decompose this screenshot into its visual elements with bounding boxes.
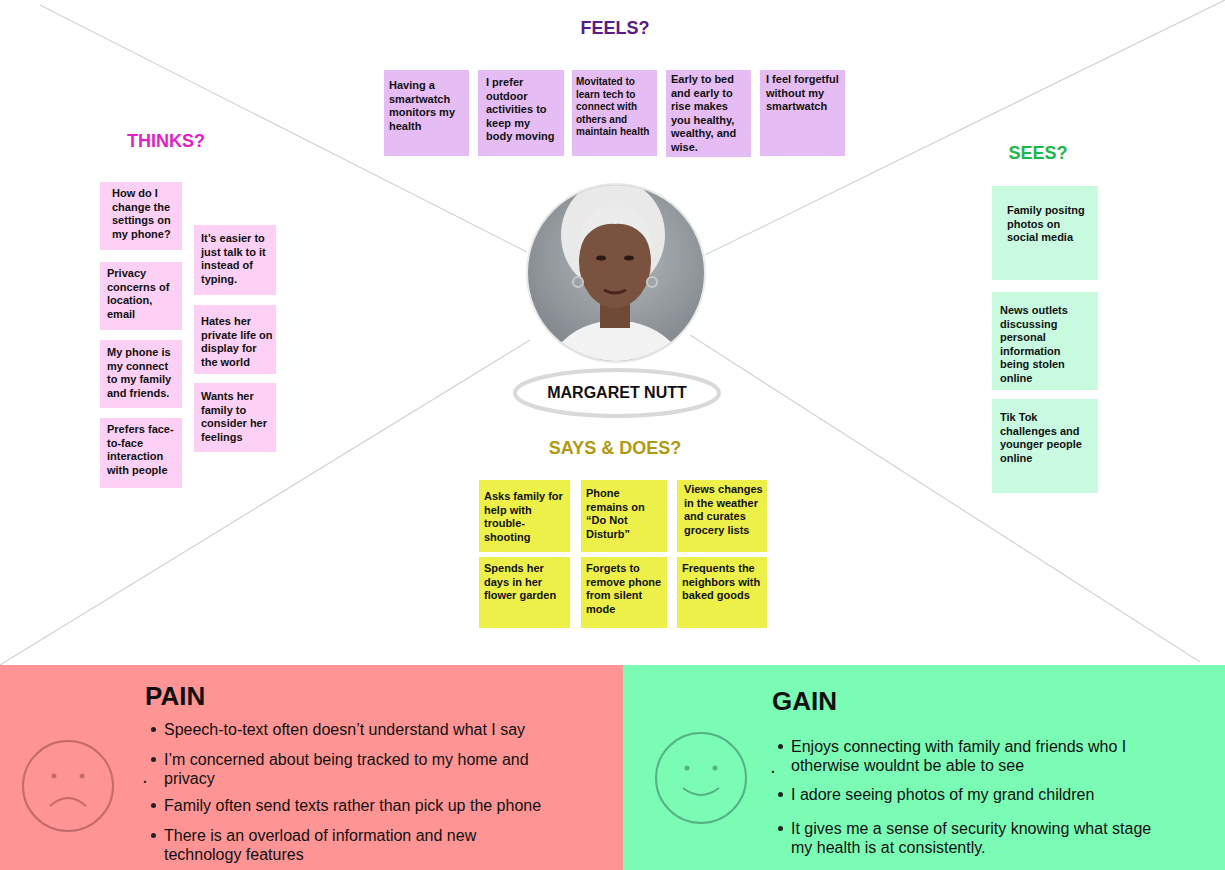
note-text: Wants her family to consider her feeling…: [201, 390, 273, 444]
bullet-dot: [151, 757, 156, 762]
says-note: Views changes in the weather and curates…: [677, 480, 767, 552]
feels-note: Having a smartwatch monitors my health: [384, 70, 469, 156]
note-text: Prefers face-to-face interaction with pe…: [107, 423, 180, 477]
says-note: Spends her days in her flower garden: [479, 557, 570, 628]
thinks-note: Privacy concerns of location, email: [100, 262, 182, 330]
panel-heading: GAIN: [772, 687, 972, 716]
says-note: Phone remains on “Do Not Disturb”: [581, 480, 667, 552]
pain-ground: [0, 665, 623, 870]
feels-note: I feel forgetful without my smartwatch: [760, 70, 845, 156]
note-text: Having a smartwatch monitors my health: [389, 79, 464, 133]
thinks-note: Hates her private life on display for th…: [194, 305, 276, 374]
bullet-text: There is an overload of information and …: [164, 826, 529, 864]
feels-note: I prefer outdoor activities to keep my b…: [478, 70, 564, 156]
note-text: Privacy concerns of location, email: [107, 267, 179, 321]
note-text: Views changes in the weather and curates…: [684, 483, 764, 537]
bullet-text: Speech-to-text often doesn’t understand …: [164, 720, 614, 739]
note-text: Spends her days in her flower garden: [484, 562, 567, 603]
stray-mark: .: [768, 760, 778, 776]
bullet-dot: [151, 833, 156, 838]
portrait-photo: [520, 179, 720, 370]
note-text: Frequents the neighbors with baked goods: [682, 562, 764, 603]
thinks-note: Wants her family to consider her feeling…: [194, 383, 276, 452]
says-note: Asks family for help with trouble-shooti…: [479, 480, 570, 552]
bullet-text: Family often send texts rather than pick…: [164, 796, 614, 815]
note-text: It’s easier to just talk to it instead o…: [201, 232, 273, 286]
happy-face: [651, 728, 751, 828]
bullet-dot: [778, 792, 783, 797]
note-text: I feel forgetful without my smartwatch: [766, 73, 840, 114]
note-text: My phone is my connect to my family and …: [107, 346, 179, 400]
section-heading: SEES?: [978, 143, 1098, 164]
note-text: Family positng photos on social media: [1007, 204, 1092, 245]
note-text: I prefer outdoor activities to keep my b…: [486, 76, 559, 144]
note-text: News outlets discussing personal informa…: [1000, 304, 1092, 386]
divider-lines: [0, 0, 1225, 665]
feels-note: Early to bed and early to rise makes you…: [666, 70, 751, 157]
thinks-note: How do I change the settings on my phone…: [100, 182, 182, 250]
gain-ground: [623, 665, 1225, 870]
bullet-text: I adore seeing photos of my grand childr…: [791, 785, 1211, 804]
note-text: Movitated to learn tech to connect with …: [576, 76, 654, 139]
panel-heading: PAIN: [145, 682, 345, 711]
says-note: Forgets to remove phone from silent mode: [581, 557, 667, 628]
name-ellipse: MARGARET NUTT: [512, 367, 722, 419]
pain-panel: PAIN Speech-to-text often doesn’t underst…: [0, 665, 623, 870]
section-heading: SAYS & DOES?: [520, 438, 710, 459]
note-text: Early to bed and early to rise makes you…: [671, 73, 748, 155]
sees-note: Tik Tok challenges and younger people on…: [992, 399, 1098, 493]
bullet-dot: [778, 744, 783, 749]
bullet-text: I’m concerned about being tracked to my …: [164, 750, 549, 788]
note-text: How do I change the settings on my phone…: [112, 187, 179, 241]
bullet-text: Enjoys connecting with family and friend…: [791, 737, 1191, 775]
stray-mark: .: [140, 770, 150, 786]
thinks-note: It’s easier to just talk to it instead o…: [194, 225, 276, 295]
section-heading: THINKS?: [96, 131, 236, 152]
bullet-dot: [151, 803, 156, 808]
gain-panel: GAIN Enjoys connecting with family and fr…: [623, 665, 1225, 870]
sees-note: Family positng photos on social media: [992, 186, 1098, 280]
note-text: Phone remains on “Do Not Disturb”: [586, 487, 664, 541]
section-heading: FEELS?: [540, 18, 690, 39]
says-note: Frequents the neighbors with baked goods: [677, 557, 767, 628]
bullet-text: It gives me a sense of security knowing …: [791, 819, 1163, 857]
note-text: Tik Tok challenges and younger people on…: [1000, 411, 1092, 465]
thinks-note: Prefers face-to-face interaction with pe…: [100, 418, 182, 488]
note-text: Hates her private life on display for th…: [201, 315, 274, 369]
persona-name: MARGARET NUTT: [547, 384, 687, 402]
bullet-dot: [778, 826, 783, 831]
sees-note: News outlets discussing personal informa…: [992, 292, 1098, 390]
bullet-dot: [151, 727, 156, 732]
feels-note: Movitated to learn tech to connect with …: [572, 70, 657, 156]
note-text: Asks family for help with trouble-shooti…: [484, 490, 567, 544]
thinks-note: My phone is my connect to my family and …: [100, 340, 182, 408]
sad-face: [18, 736, 118, 836]
note-text: Forgets to remove phone from silent mode: [586, 562, 664, 616]
